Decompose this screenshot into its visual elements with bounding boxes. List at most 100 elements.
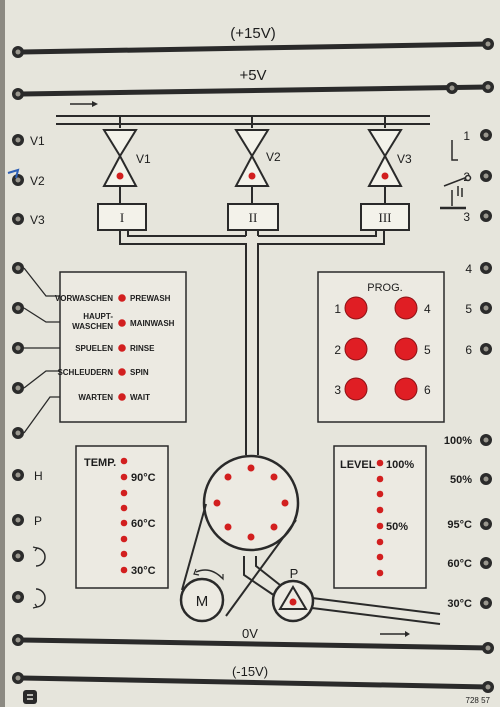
phase-prewash-de: VORWASCHEN [55,294,113,303]
socket-pump[interactable] [12,514,24,526]
motor-label: M [196,593,209,610]
level-lamps [376,459,384,577]
valve-v3-label: V3 [397,152,412,166]
rail-minus15-label: (-15V) [232,664,268,679]
socket-zero-right[interactable] [482,642,494,654]
socket-group [12,38,494,693]
socket-zero-left[interactable] [12,634,24,646]
belt-right [225,519,297,617]
valve-v1 [102,129,138,204]
program-button-6[interactable] [394,377,418,401]
socket-motor-ccw[interactable] [12,591,24,603]
socket-rail-plus5-right2[interactable] [482,81,494,93]
socket-v3[interactable] [12,213,24,225]
socket-right-4[interactable] [480,262,492,274]
socket-motor-cw[interactable] [12,550,24,562]
program-button-2[interactable] [344,337,368,361]
phase-prewash-en: PREWASH [130,294,171,303]
socket-right-3[interactable] [480,210,492,222]
temp-lamps [120,457,128,574]
valve-v3 [367,129,403,204]
phase-leader-lines [23,267,60,434]
socket-rail-plus5-right[interactable] [446,82,458,94]
temp-mark-30: 30°C [131,565,156,577]
socket-right-6[interactable] [480,343,492,355]
temp-title: TEMP. [84,457,116,469]
phase-mainwash-en: MAINWASH [130,319,175,328]
label-heater: H [34,469,43,483]
valve-v3-lamp [381,172,389,180]
valve-v2-label: V2 [266,150,281,164]
socket-temp-30[interactable] [480,597,492,609]
program-label-6: 6 [424,383,431,397]
socket-phase-3[interactable] [12,342,24,354]
socket-phase-1[interactable] [12,262,24,274]
rail-zero-line [21,637,491,651]
socket-minus15-left[interactable] [12,672,24,684]
valve-v1-lamp [116,172,124,180]
label-level-50-socket: 50% [450,474,472,486]
socket-right-1[interactable] [480,129,492,141]
phase-spin-lamp [118,368,126,376]
socket-temp-95[interactable] [480,518,492,530]
label-temp-60-socket: 60°C [447,558,472,570]
valve-box-ii [227,203,279,231]
rail-plus5-line [21,84,489,97]
program-button-5[interactable] [394,337,418,361]
program-label-5: 5 [424,343,431,357]
socket-level-100[interactable] [480,434,492,446]
socket-right-5[interactable] [480,302,492,314]
pump-symbol [278,585,308,610]
label-right-6: 6 [465,343,472,357]
label-temp-30-socket: 30°C [447,598,472,610]
program-button-3[interactable] [344,377,368,401]
rail-plus5-label: +5V [239,67,266,84]
drum-lamps [213,464,289,541]
phase-mainwash-de2: WASCHEN [72,322,113,331]
panel-edge [0,0,5,707]
phase-spin-en: SPIN [130,368,149,377]
program-label-1: 1 [334,302,341,316]
phase-prewash-lamp [118,294,126,302]
phase-rinse-de: SPUELEN [75,344,113,353]
phase-wait-en: WAIT [130,393,150,402]
socket-level-50[interactable] [480,473,492,485]
phase-rinse-en: RINSE [130,344,155,353]
label-v2: V2 [30,174,45,188]
rail-zero-label: 0V [242,626,258,641]
label-right-1: 1 [463,129,470,143]
socket-rail-plus15-right[interactable] [482,38,494,50]
socket-v2[interactable] [12,174,24,186]
program-button-1[interactable] [344,296,368,320]
socket-rail-plus15-left[interactable] [12,46,24,58]
level-mark-100: 100% [386,459,414,471]
temp-mark-60: 60°C [131,518,156,530]
program-label-3: 3 [334,383,341,397]
socket-heater[interactable] [12,469,24,481]
socket-phase-5[interactable] [12,427,24,439]
valve-v2 [234,129,270,204]
motor-rotation-arrowhead-a [193,568,200,576]
socket-right-2[interactable] [480,170,492,182]
socket-temp-60[interactable] [480,557,492,569]
pump-label: P [290,566,299,581]
rotate-ccw-arrowhead [32,603,38,609]
belt-left [181,503,207,591]
program-button-4[interactable] [394,296,418,320]
level-panel [333,445,427,589]
rail-plus15-label: (+15V) [230,25,275,42]
valve-box-ii-label: II [249,210,258,225]
program-title: PROG. [367,282,402,294]
socket-phase-2[interactable] [12,302,24,314]
socket-rail-plus5-left[interactable] [12,88,24,100]
socket-minus15-right[interactable] [482,681,494,693]
label-right-3: 3 [463,210,470,224]
temp-panel [75,445,169,589]
socket-v1[interactable] [12,134,24,146]
program-label-2: 2 [334,343,341,357]
phase-mainwash-de1: HAUPT- [83,312,113,321]
rotate-cw-icon [35,547,46,567]
valve-box-i-label: I [120,210,124,225]
pump-lamp [289,598,297,606]
socket-phase-4[interactable] [12,382,24,394]
